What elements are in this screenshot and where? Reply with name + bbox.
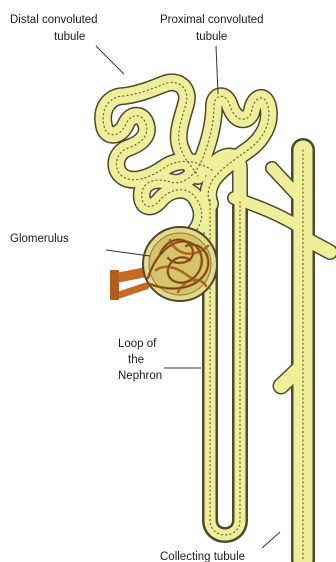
glomerulus	[143, 227, 217, 301]
label-loop-line1: Loop of	[118, 338, 157, 350]
label-proximal-line1: Proximal convoluted	[160, 14, 264, 26]
label-loop-line3: Nephron	[118, 370, 162, 382]
label-distal-line1: Distal convoluted	[10, 14, 98, 26]
label-glomerulus: Glomerulus	[10, 233, 69, 245]
leader-proximal	[216, 46, 218, 94]
label-collecting-tubule: Collecting tubule	[160, 551, 245, 562]
leader-distal	[96, 46, 124, 74]
label-proximal-line2: tubule	[196, 31, 227, 43]
arteriole	[110, 270, 146, 300]
leader-collecting	[262, 532, 280, 548]
label-loop-line2: the	[128, 354, 144, 366]
label-distal-line2: tubule	[54, 31, 85, 43]
leader-glomerulus	[106, 250, 150, 256]
